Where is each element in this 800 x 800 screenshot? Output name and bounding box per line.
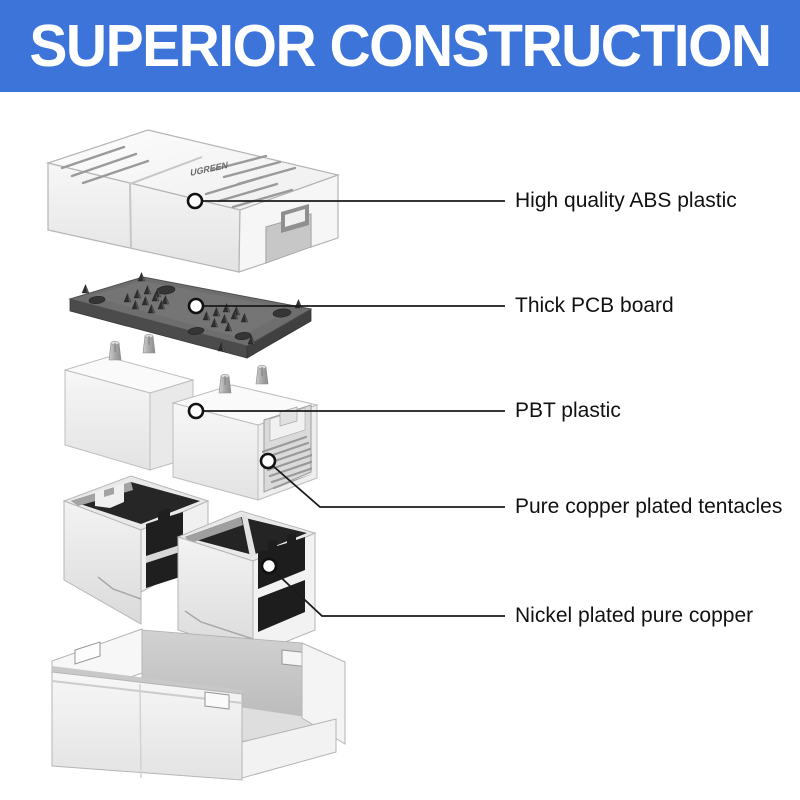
- bottom-front-wall: [51, 671, 243, 781]
- bottom-front-right-low-wall: [241, 718, 337, 779]
- pbt-peg: [255, 364, 269, 385]
- shell-vent-slots: [60, 145, 297, 209]
- part-bottom-shell: [51, 628, 346, 781]
- pbt-peg: [218, 373, 232, 394]
- cage-right-divider: [241, 513, 256, 557]
- label-pbt-plastic: PBT plastic: [515, 399, 621, 422]
- part-pbt-block-right: [171, 364, 319, 501]
- cage-right-inner-wall: [185, 517, 243, 543]
- callout-line-nickel: [273, 570, 505, 617]
- cage-right-groove: [184, 610, 254, 640]
- shell-seam: [128, 156, 203, 250]
- header-banner: SUPERIOR CONSTRUCTION: [0, 0, 800, 92]
- callout-lines: [203, 200, 505, 617]
- cage-right-lower-cutout: [258, 580, 305, 632]
- part-shield-cage-left: [62, 475, 210, 625]
- part-abs-top-shell: UGREEN: [45, 129, 341, 273]
- callout-circle-pcb: [187, 297, 205, 315]
- cage-left-jack-cutout: [146, 508, 183, 588]
- part-pcb-board: [68, 272, 313, 359]
- callout-circle-pbt: [187, 402, 205, 420]
- cage-right-jack-cutout: [258, 533, 305, 589]
- bottom-slot-front: [204, 691, 230, 710]
- pbt-peg: [108, 340, 122, 361]
- label-pcb-board: Thick PCB board: [515, 294, 674, 317]
- cage-left-front-face: [63, 500, 142, 625]
- page-title: SUPERIOR CONSTRUCTION: [29, 12, 772, 80]
- callout-circle-abs: [186, 192, 204, 210]
- pbt-peg: [142, 333, 156, 354]
- callout-markers: [186, 192, 278, 575]
- bottom-slot-left: [74, 641, 101, 665]
- callout-line-copper: [272, 465, 505, 508]
- bottom-front-seam: [139, 683, 142, 779]
- label-copper-tentacles: Pure copper plated tentacles: [515, 495, 783, 518]
- callout-circle-nickel: [260, 557, 278, 575]
- shell-latch-slot: [285, 209, 305, 227]
- part-shield-cage-right: [176, 510, 317, 656]
- cage-left-groove: [97, 576, 142, 600]
- label-abs-plastic: High quality ABS plastic: [515, 189, 737, 212]
- callout-circle-copper: [259, 452, 277, 470]
- cage-left-inner-cutout: [95, 483, 124, 508]
- cage-left-cutout-strip: [146, 544, 183, 563]
- bottom-right-wall: [301, 642, 346, 745]
- pcb-holes: [88, 285, 292, 341]
- label-nickel-copper: Nickel plated pure copper: [515, 604, 754, 627]
